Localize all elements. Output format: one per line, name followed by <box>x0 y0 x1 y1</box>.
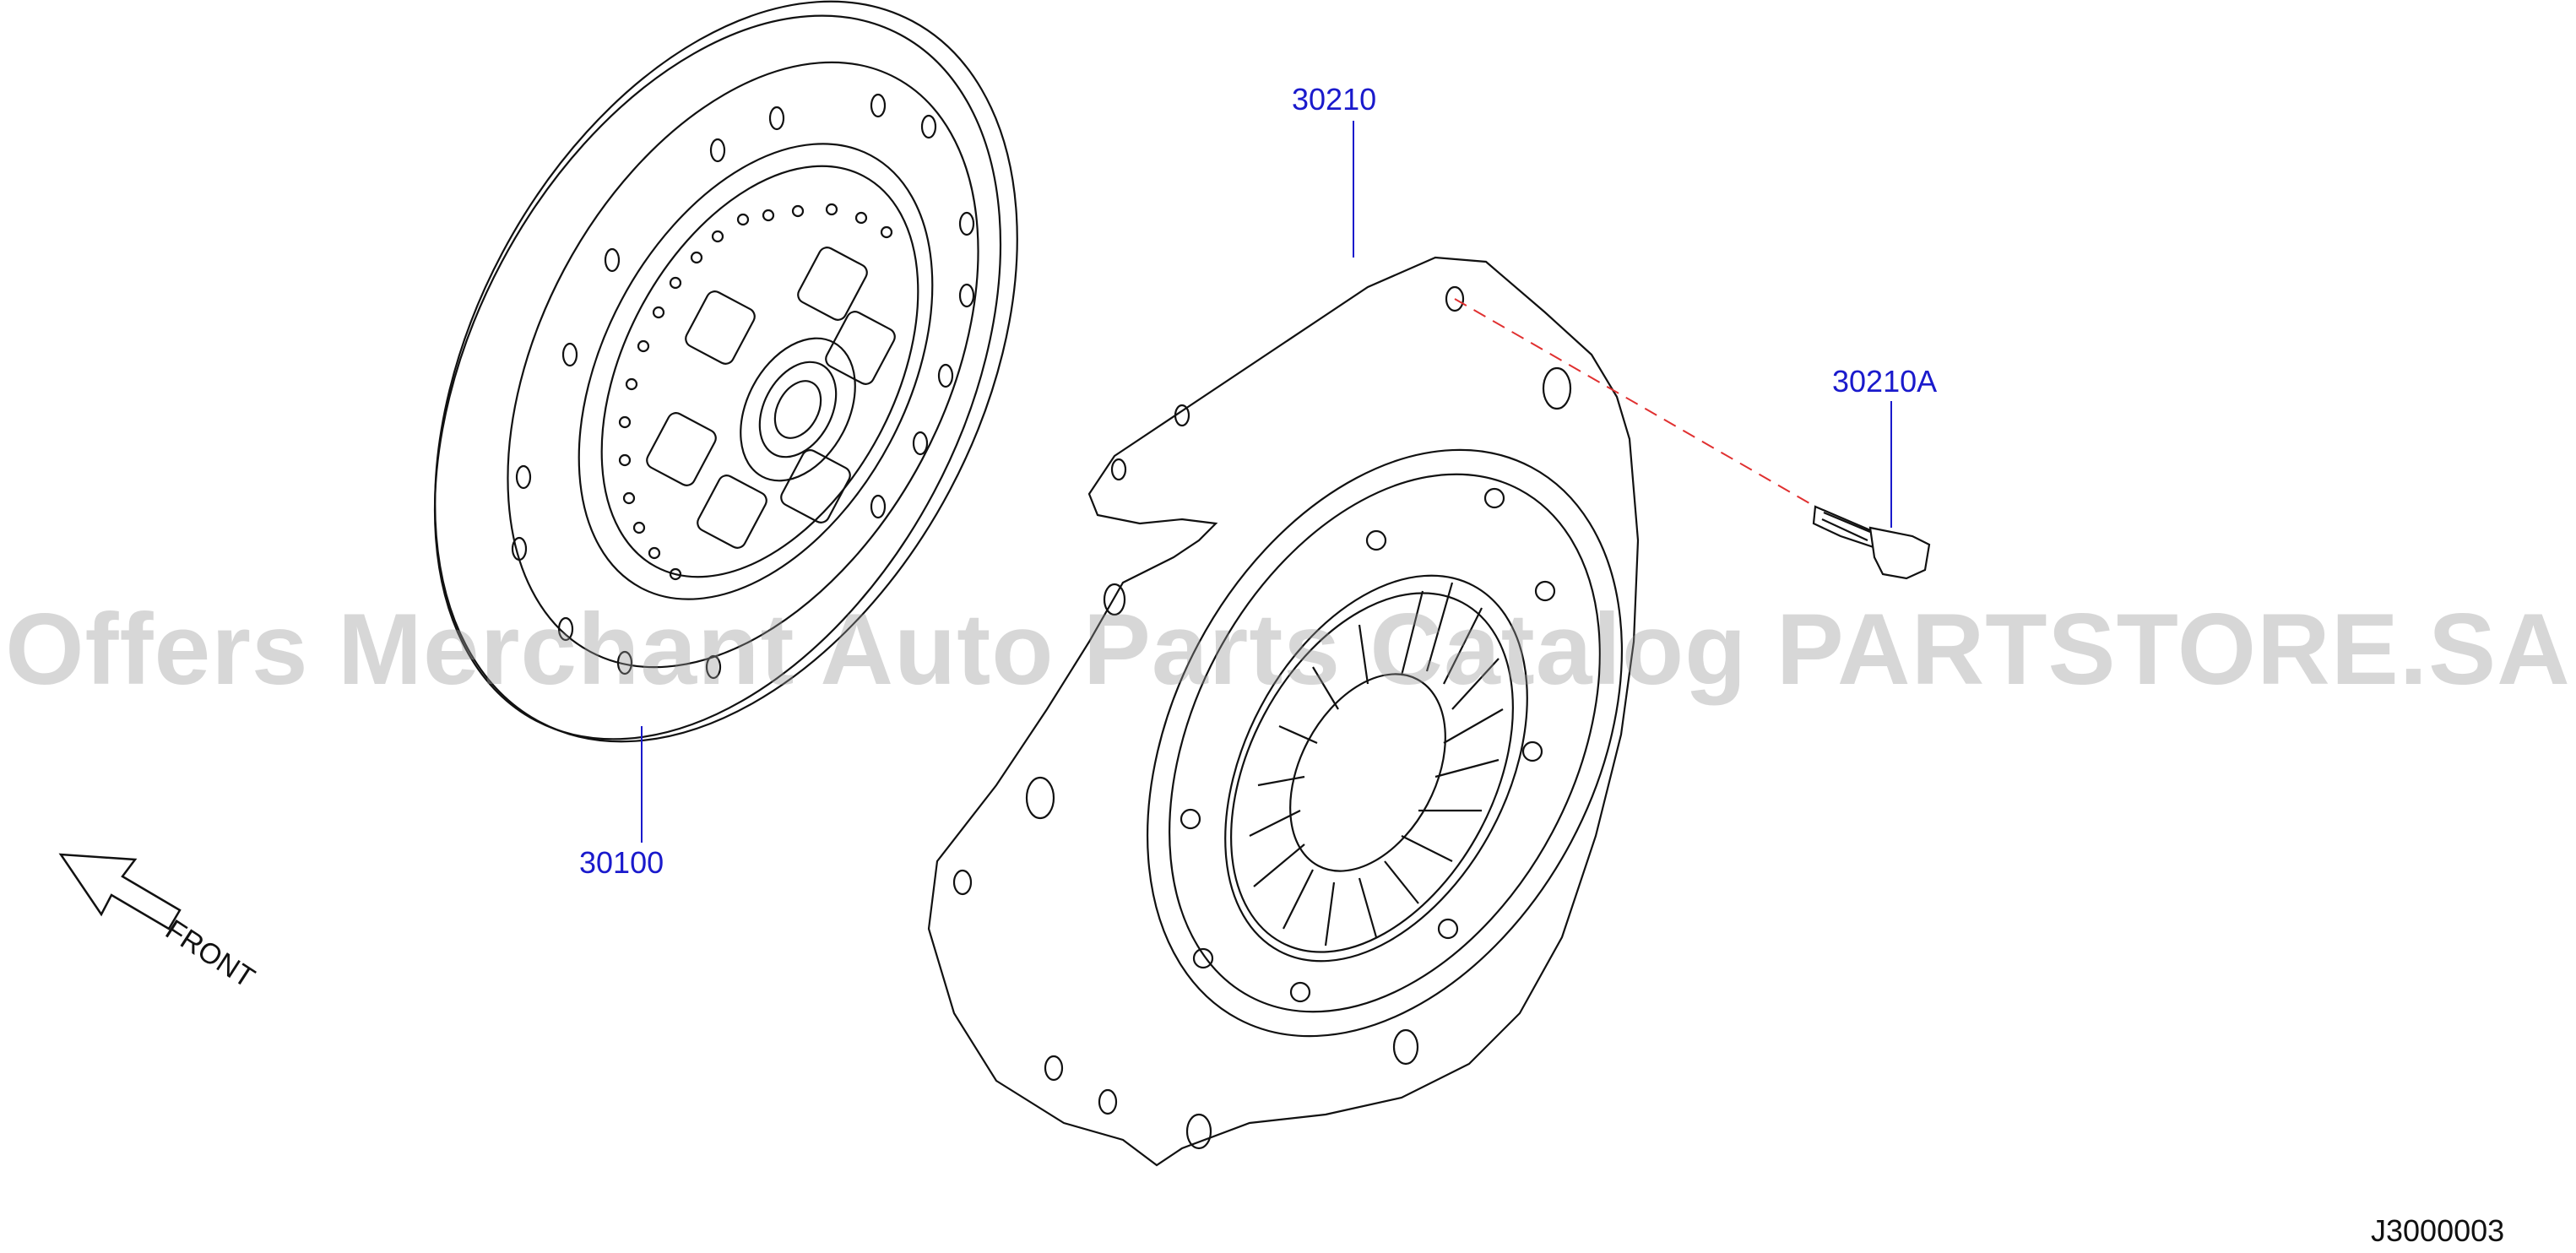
diaphragm-fingers <box>1250 583 1503 946</box>
bolt-guide-line <box>1455 299 1815 507</box>
front-arrow-icon <box>61 854 180 929</box>
disc-inner-rivets <box>620 204 892 579</box>
part-label-30210[interactable]: 30210 <box>1292 82 1377 117</box>
bolt-drawing <box>1814 507 1929 578</box>
clutch-cover-drawing <box>929 258 1717 1165</box>
clutch-disc-drawing <box>316 0 1136 841</box>
disc-rivets <box>512 95 973 678</box>
cover-bolts <box>1181 489 1554 1001</box>
part-label-30100[interactable]: 30100 <box>579 845 664 880</box>
part-label-30210A[interactable]: 30210A <box>1832 364 1938 399</box>
diagram-id: J3000003 <box>2371 1213 2505 1248</box>
